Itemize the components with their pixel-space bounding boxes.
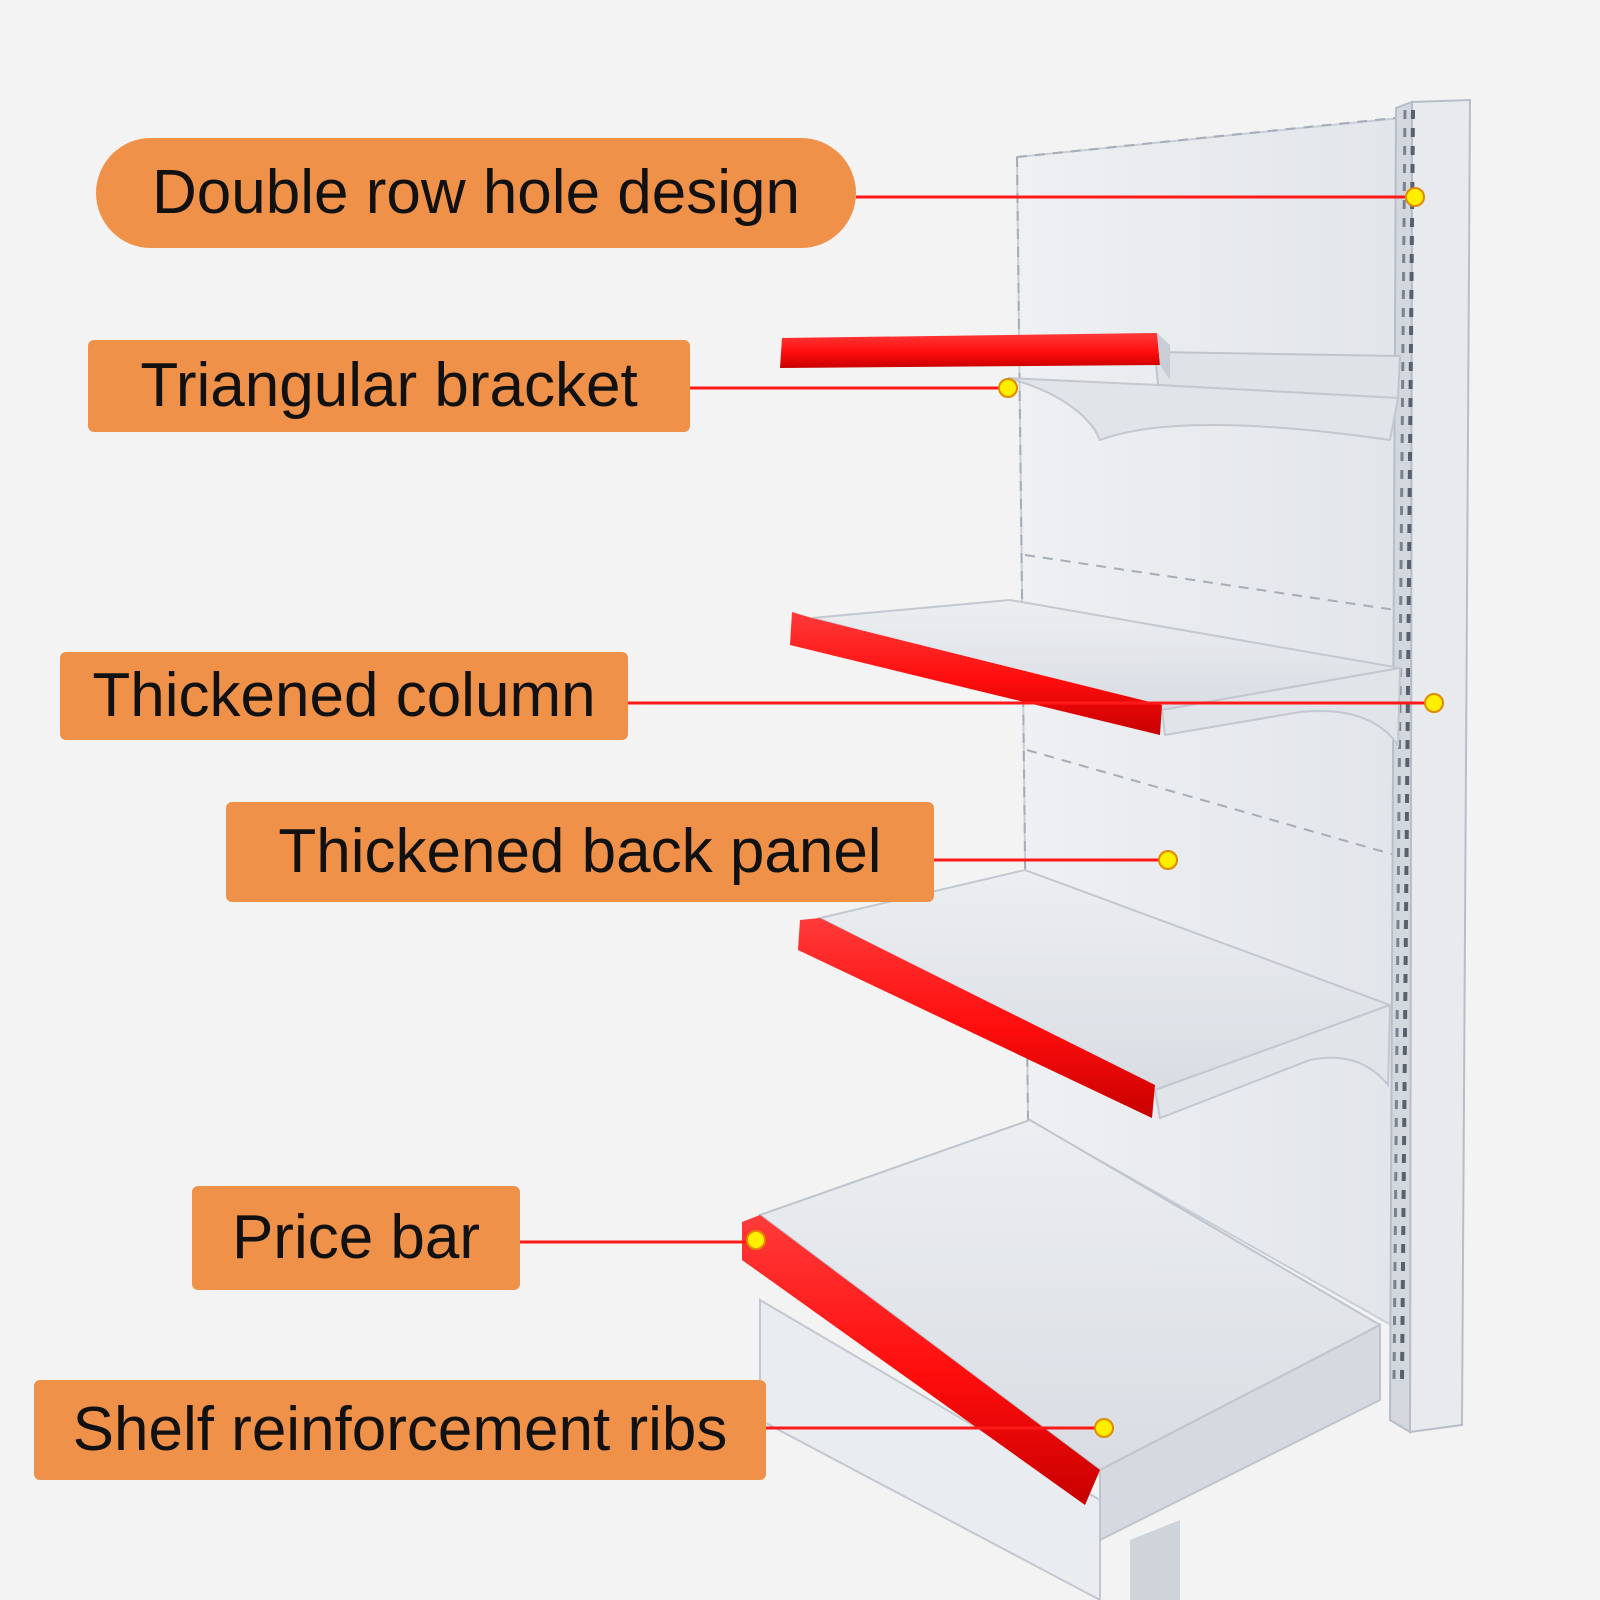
marker-dot-icon [1424, 693, 1444, 713]
callout-label: Thickened column [92, 661, 596, 730]
right-column [1388, 98, 1472, 1434]
callout-label: Double row hole design [152, 158, 800, 227]
marker-dot-icon [1405, 187, 1425, 207]
callout-triangular-bracket: Triangular bracket [88, 340, 690, 432]
callout-label: Triangular bracket [140, 351, 638, 420]
marker-dot-icon [746, 1230, 766, 1250]
callout-double-row-hole-design: Double row hole design [96, 138, 856, 248]
callout-label: Thickened back panel [278, 817, 882, 886]
callout-label: Price bar [231, 1203, 481, 1272]
callout-price-bar: Price bar [192, 1186, 520, 1290]
base-shelf [742, 1118, 1383, 1600]
marker-dot-icon [1094, 1418, 1114, 1438]
callout-shelf-reinforcement-ribs: Shelf reinforcement ribs [34, 1380, 766, 1480]
back-panel-seams [1016, 117, 1396, 1121]
shelf-3 [798, 868, 1393, 1120]
callout-thickened-column: Thickened column [60, 652, 628, 740]
callout-label: Shelf reinforcement ribs [72, 1395, 728, 1464]
shelf-1 [780, 333, 1402, 442]
callout-thickened-back-panel: Thickened back panel [226, 802, 934, 902]
marker-dot-icon [1158, 850, 1178, 870]
leader-lines [520, 195, 1432, 1430]
marker-dot-icon [998, 378, 1018, 398]
marker-dots [746, 187, 1444, 1438]
